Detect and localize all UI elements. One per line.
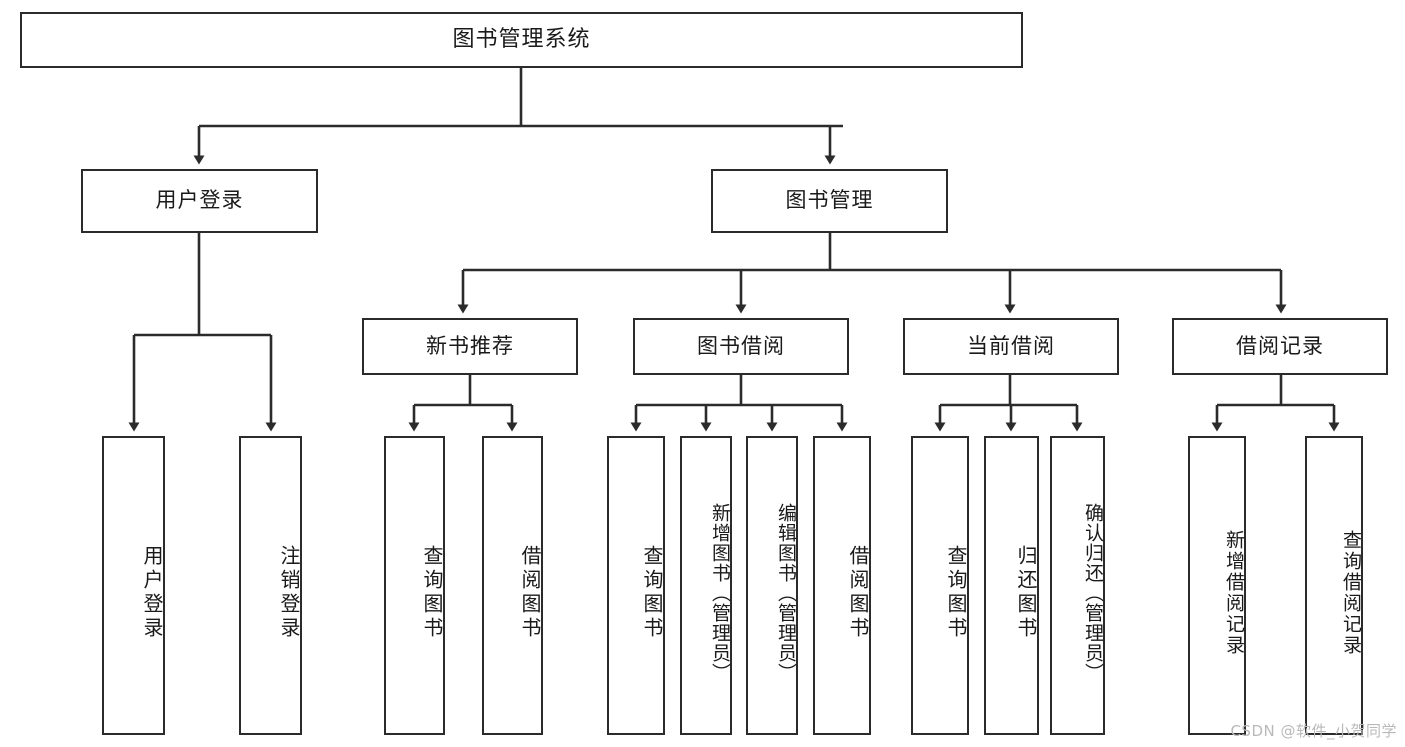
node-book-borrow-label: 图书借阅	[697, 333, 785, 358]
node-new-book-recommend[interactable]: 新书推荐	[362, 318, 578, 375]
node-borrow-record[interactable]: 借阅记录	[1172, 318, 1388, 375]
leaf-borrow-book-new-label: 借阅图书	[518, 544, 542, 641]
leaf-query-book-borrow[interactable]: 查询图书	[607, 436, 665, 735]
node-book-management-label: 图书管理	[785, 188, 874, 213]
leaf-add-book-admin-label: 新增图书（管理员）	[709, 502, 731, 683]
node-book-borrow[interactable]: 图书借阅	[633, 318, 849, 375]
node-new-book-recommend-label: 新书推荐	[426, 333, 514, 358]
leaf-logout[interactable]: 注销登录	[239, 436, 302, 735]
leaf-confirm-return-admin-label: 确认归还（管理员）	[1082, 502, 1104, 683]
leaf-query-borrow-record[interactable]: 查询借阅记录	[1305, 436, 1363, 735]
leaf-confirm-return-admin[interactable]: 确认归还（管理员）	[1050, 436, 1105, 735]
leaf-edit-book-admin[interactable]: 编辑图书（管理员）	[746, 436, 798, 735]
leaf-add-borrow-record-label: 新增借阅记录	[1223, 529, 1245, 656]
leaf-query-book-current[interactable]: 查询图书	[911, 436, 969, 735]
leaf-add-book-admin[interactable]: 新增图书（管理员）	[680, 436, 732, 735]
leaf-logout-label: 注销登录	[277, 544, 301, 641]
leaf-query-book-new[interactable]: 查询图书	[384, 436, 445, 735]
leaf-return-book[interactable]: 归还图书	[984, 436, 1039, 735]
leaf-user-login-label: 用户登录	[140, 544, 164, 641]
leaf-query-book-current-label: 查询图书	[944, 544, 968, 641]
leaf-query-book-borrow-label: 查询图书	[640, 544, 664, 641]
leaf-user-login[interactable]: 用户登录	[102, 436, 165, 735]
leaf-edit-book-admin-label: 编辑图书（管理员）	[775, 502, 797, 683]
watermark: CSDN @软件_小贺同学	[1230, 722, 1397, 740]
leaf-query-book-new-label: 查询图书	[420, 544, 444, 641]
node-root[interactable]: 图书管理系统	[20, 12, 1023, 68]
leaf-query-borrow-record-label: 查询借阅记录	[1340, 529, 1362, 656]
node-book-management[interactable]: 图书管理	[711, 169, 948, 233]
node-borrow-record-label: 借阅记录	[1236, 333, 1324, 358]
node-current-borrow[interactable]: 当前借阅	[903, 318, 1119, 375]
leaf-lend-book[interactable]: 借阅图书	[813, 436, 871, 735]
node-current-borrow-label: 当前借阅	[967, 333, 1055, 358]
leaf-borrow-book-new[interactable]: 借阅图书	[482, 436, 543, 735]
leaf-return-book-label: 归还图书	[1014, 544, 1038, 641]
leaf-add-borrow-record[interactable]: 新增借阅记录	[1188, 436, 1246, 735]
node-root-label: 图书管理系统	[452, 26, 591, 52]
node-user-login-label: 用户登录	[155, 188, 244, 213]
leaf-lend-book-label: 借阅图书	[846, 544, 870, 641]
node-user-login[interactable]: 用户登录	[81, 169, 318, 233]
